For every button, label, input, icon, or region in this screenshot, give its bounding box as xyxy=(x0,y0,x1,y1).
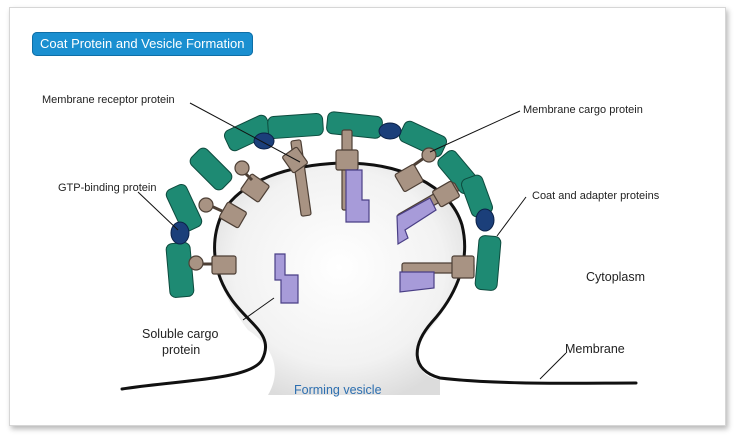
cargo-proteins xyxy=(274,169,437,304)
coat-segments xyxy=(165,111,502,298)
diagram-title: Coat Protein and Vesicle Formation xyxy=(32,32,253,56)
receptor-proteins xyxy=(188,129,475,279)
label-soluble-cargo-line2: protein xyxy=(162,343,201,357)
gtp-binding-blobs xyxy=(170,122,495,245)
leader-lines xyxy=(137,102,567,380)
label-coat-adapter: Coat and adapter proteins xyxy=(532,190,660,202)
label-cytoplasm: Cytoplasm xyxy=(586,270,646,284)
label-gtp-binding: GTP-binding protein xyxy=(58,182,157,194)
label-soluble-cargo-line1: Soluble cargo xyxy=(142,327,219,341)
label-forming-vesicle: Forming vesicle xyxy=(294,383,382,397)
label-membrane: Membrane xyxy=(565,342,625,356)
label-membrane-cargo: Membrane cargo protein xyxy=(523,104,643,116)
label-membrane-receptor: Membrane receptor protein xyxy=(42,94,175,106)
